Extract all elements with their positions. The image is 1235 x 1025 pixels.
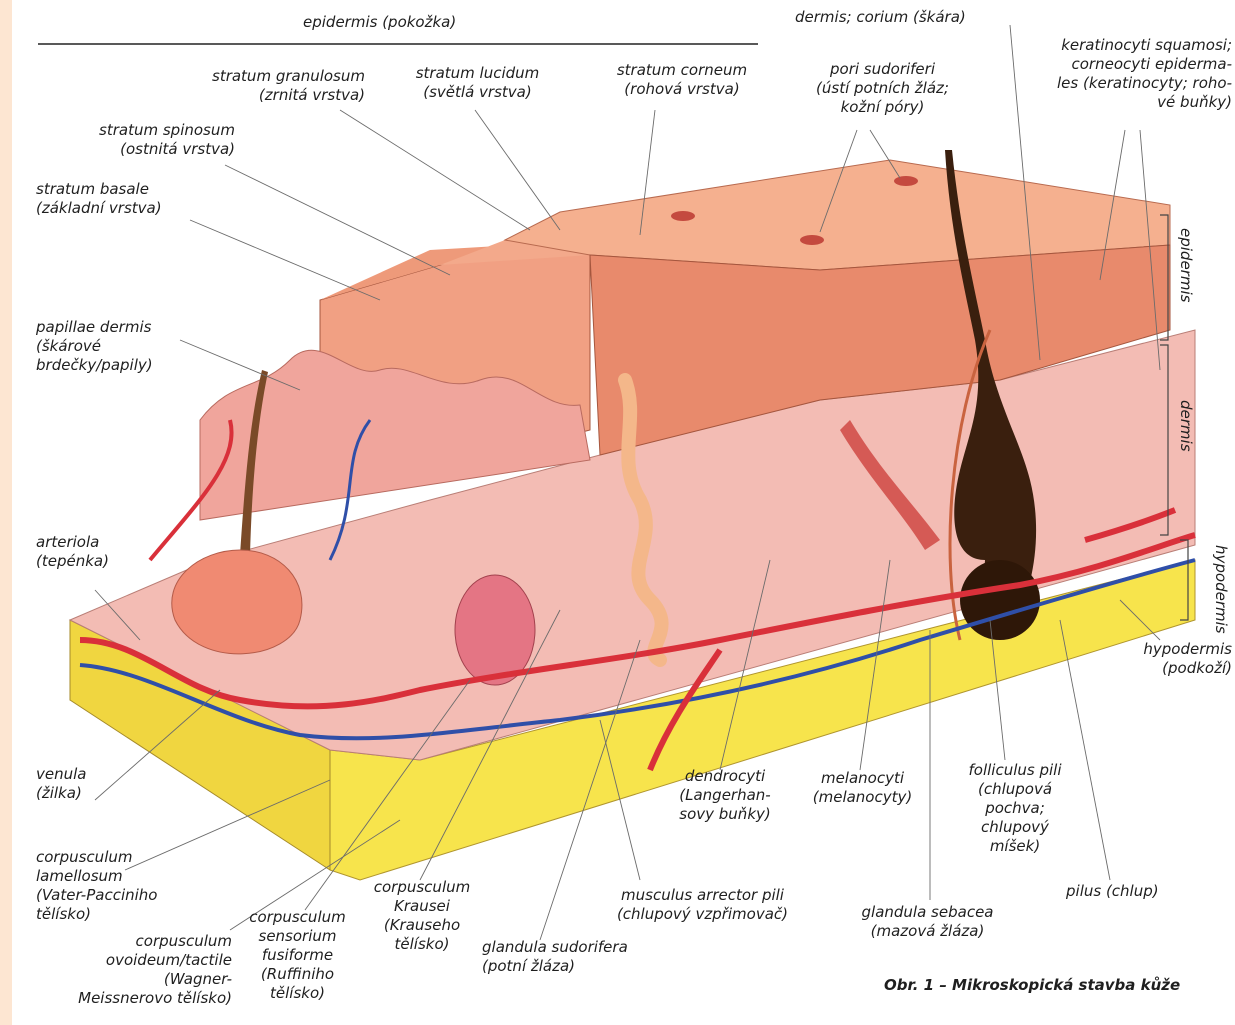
label-hypodermis: hypodermis (podkoží) — [1100, 640, 1232, 678]
label-musculus-arrector: musculus arrector pili (chlupový vzpřimo… — [595, 886, 810, 924]
label-stratum-lucidum: stratum lucidum (světlá vrstva) — [395, 64, 560, 102]
label-melanocyti: melanocyti (melanocyty) — [800, 769, 925, 807]
pore-1 — [671, 211, 695, 221]
label-keratinocytes: keratinocyti squamosi; corneocyti epider… — [1010, 36, 1232, 112]
label-papillae-dermis: papillae dermis (škárové brdečky/papily) — [36, 318, 153, 375]
label-glandula-sudorifera: glandula sudorifera (potní žláza) — [482, 938, 628, 976]
pacinian-corpuscle — [455, 575, 535, 685]
label-pori-sudoriferi: pori sudoriferi (ústí potních žláz; kožn… — [790, 60, 975, 117]
side-label-dermis: dermis — [1177, 400, 1195, 452]
figure-caption: Obr. 1 – Mikroskopická stavba kůže — [884, 976, 1180, 994]
label-dermis-top: dermis; corium (škára) — [795, 8, 966, 27]
hair-bulb — [960, 560, 1040, 640]
pore-2 — [800, 235, 824, 245]
label-stratum-spinosum: stratum spinosum (ostnitá vrstva) — [60, 121, 235, 159]
label-glandula-sebacea: glandula sebacea (mazová žláza) — [840, 903, 1015, 941]
lamellar-corpuscle — [172, 550, 302, 654]
label-epidermis-top: epidermis (pokožka) — [303, 13, 456, 32]
side-label-hypodermis: hypodermis — [1212, 545, 1230, 634]
label-venula: venula (žilka) — [36, 765, 86, 803]
label-stratum-granulosum: stratum granulosum (zrnitá vrstva) — [170, 67, 365, 105]
label-pilus: pilus (chlup) — [1066, 882, 1159, 901]
label-dendrocyti: dendrocyti (Langerhan- sovy buňky) — [665, 767, 785, 824]
label-corpusculum-fusiforme: corpusculum sensorium fusiforme (Ruffini… — [240, 908, 355, 1003]
pore-3 — [894, 176, 918, 186]
label-stratum-basale: stratum basale (základní vrstva) — [36, 180, 162, 218]
label-folliculus-pili: folliculus pili (chlupová pochva; chlupo… — [950, 761, 1080, 856]
label-stratum-corneum: stratum corneum (rohová vrstva) — [597, 61, 767, 99]
label-corpusculum-ovoideum: corpusculum ovoideum/tactile (Wagner- Me… — [30, 932, 232, 1008]
label-arteriola: arteriola (tepénka) — [36, 533, 109, 571]
side-label-epidermis: epidermis — [1177, 228, 1195, 302]
label-corpusculum-krausei: corpusculum Krausei (Krauseho tělísko) — [362, 878, 482, 954]
label-corpusculum-lamellosum: corpusculum lamellosum (Vater-Pacciniho … — [36, 848, 157, 924]
